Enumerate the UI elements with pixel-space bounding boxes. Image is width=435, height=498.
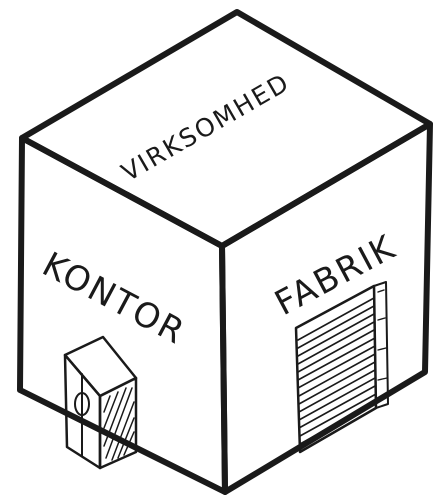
office-door [65, 337, 136, 468]
right-label: FABRIK [268, 227, 402, 324]
top-label: VIRKSOMHED [117, 67, 295, 187]
left-label: KONTOR [36, 245, 192, 353]
